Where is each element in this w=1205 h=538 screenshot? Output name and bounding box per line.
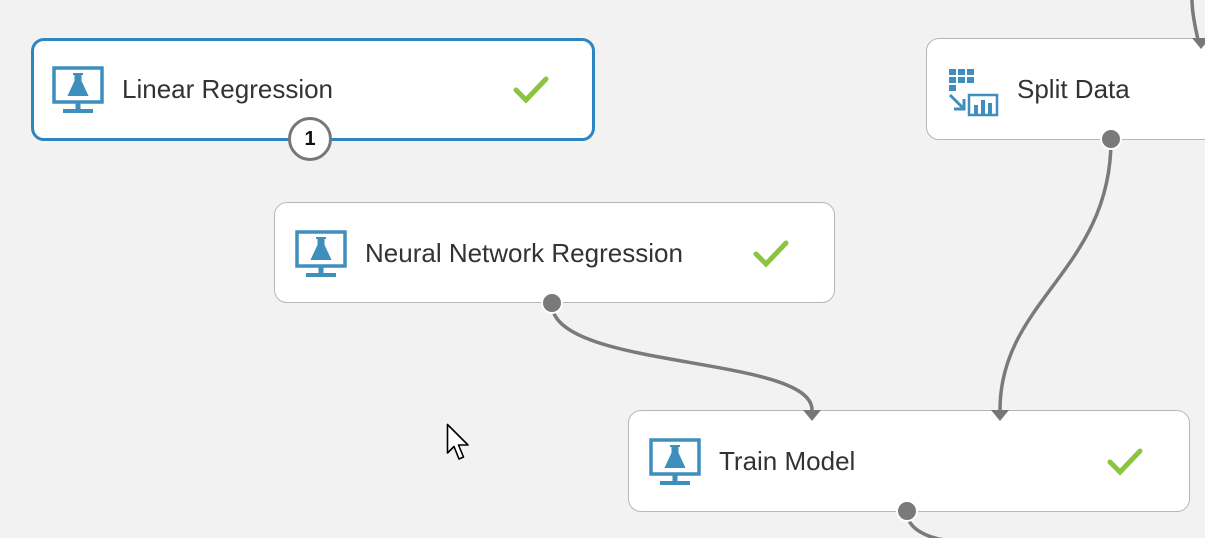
output-port[interactable]: [541, 292, 563, 314]
module-split-data[interactable]: Split Data: [926, 38, 1205, 140]
flask-monitor-icon: [649, 438, 701, 485]
checkmark-icon: [513, 76, 549, 104]
split-data-icon: [948, 69, 999, 117]
input-port-right[interactable]: [991, 410, 1009, 421]
output-port-badge[interactable]: 1: [288, 117, 332, 161]
module-label: Linear Regression: [122, 74, 334, 104]
connector-nnr-to-train[interactable]: [550, 303, 814, 411]
module-label: Split Data: [1017, 74, 1130, 104]
input-port-left[interactable]: [803, 410, 821, 421]
module-label: Train Model: [719, 446, 856, 476]
module-train-model[interactable]: Train Model: [628, 410, 1190, 512]
connector-split-to-train[interactable]: [998, 139, 1113, 411]
checkmark-icon: [753, 240, 789, 268]
module-label: Neural Network Regression: [365, 238, 683, 268]
output-port[interactable]: [896, 500, 918, 522]
flask-monitor-icon: [295, 230, 347, 277]
connector-split-input[interactable]: [1190, 0, 1200, 41]
checkmark-icon: [1107, 448, 1143, 476]
module-neural-network-regression[interactable]: Neural Network Regression: [274, 202, 835, 303]
output-port[interactable]: [1100, 128, 1122, 150]
mouse-pointer-icon: [446, 423, 469, 460]
flask-monitor-icon: [52, 66, 104, 113]
input-port[interactable]: [1192, 38, 1205, 49]
